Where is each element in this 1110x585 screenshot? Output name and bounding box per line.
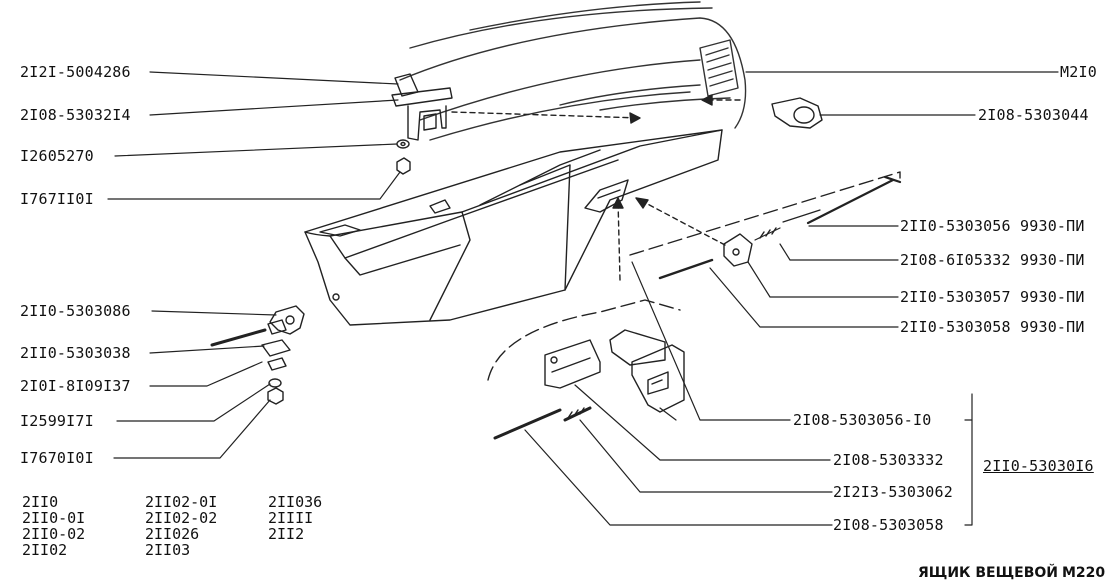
- top-bracket: [391, 73, 453, 175]
- part-label-2i08-6i05332: 2I08-6I05332 9930-ПИ: [900, 251, 1085, 269]
- model-item: 2II0: [22, 493, 59, 511]
- model-item: 2II02-02: [145, 509, 218, 527]
- arrowheads: [612, 94, 713, 209]
- models-column-2: 2II02-0I 2II02-02 2II026 2II03: [145, 494, 217, 558]
- assembly-arrows: [451, 99, 741, 281]
- part-label-2i08-5303056-i0: 2I08-5303056-I0: [793, 411, 932, 429]
- part-label-i2599i7i: I2599I7I: [20, 412, 94, 430]
- part-label-2i0i-8i09i37: 2I0I-8I09I37: [20, 377, 131, 395]
- glove-box-body: [304, 129, 723, 326]
- model-item: 2II026: [145, 525, 200, 543]
- part-label-2ii0-5303058: 2II0-5303058 9930-ПИ: [900, 318, 1085, 336]
- part-label-2i2i-5004286: 2I2I-5004286: [20, 63, 131, 81]
- left-hinge-parts: [210, 305, 305, 405]
- model-item: 2II02: [22, 541, 68, 559]
- part-label-i767ii0i: I767II0I: [20, 190, 94, 208]
- models-column-1: 2II0 2II0-0I 2II0-02 2II02: [22, 494, 85, 558]
- lock-assembly: [493, 329, 685, 440]
- part-label-2ii0-5303086: 2II0-5303086: [20, 302, 131, 320]
- part-label-2i08-5303332: 2I08-5303332: [833, 451, 944, 469]
- model-item: 2II2: [268, 525, 305, 543]
- model-item: 2II0-0I: [22, 509, 86, 527]
- part-label-2i2i3-5303062: 2I2I3-5303062: [833, 483, 953, 501]
- part-label-i7670i0i: I7670I0I: [20, 449, 94, 467]
- model-item: 2II02-0I: [145, 493, 218, 511]
- model-item: 2II0-02: [22, 525, 86, 543]
- model-item: 2II03: [145, 541, 191, 559]
- sheet-code: M220: [1062, 565, 1106, 581]
- part-label-2ii0-5303056: 2II0-5303056 9930-ПИ: [900, 217, 1085, 235]
- assembly-boundary: [487, 171, 901, 381]
- leader-lines: [107, 71, 1059, 526]
- part-label-m2i0: M2I0: [1060, 63, 1097, 81]
- model-item: 2II036: [268, 493, 323, 511]
- part-label-2i08-5303044: 2I08-5303044: [978, 106, 1089, 124]
- model-item: 2IIII: [268, 509, 314, 527]
- part-label-2i08-5303058: 2I08-5303058: [833, 516, 944, 534]
- part-label-2i08-53032i4: 2I08-53032I4: [20, 106, 131, 124]
- part-label-2ii0-5303057: 2II0-5303057 9930-ПИ: [900, 288, 1085, 306]
- latch-parts: [658, 97, 902, 280]
- part-label-2ii0-5303038: 2II0-5303038: [20, 344, 131, 362]
- part-label-i2605270: I2605270: [20, 147, 94, 165]
- sheet-title: ЯЩИК ВЕЩЕВОЙ: [918, 565, 1059, 581]
- dashboard-outline: [399, 1, 747, 141]
- assembly-label: 2II0-53030I6: [983, 457, 1094, 475]
- models-column-3: 2II036 2IIII 2II2: [268, 494, 322, 542]
